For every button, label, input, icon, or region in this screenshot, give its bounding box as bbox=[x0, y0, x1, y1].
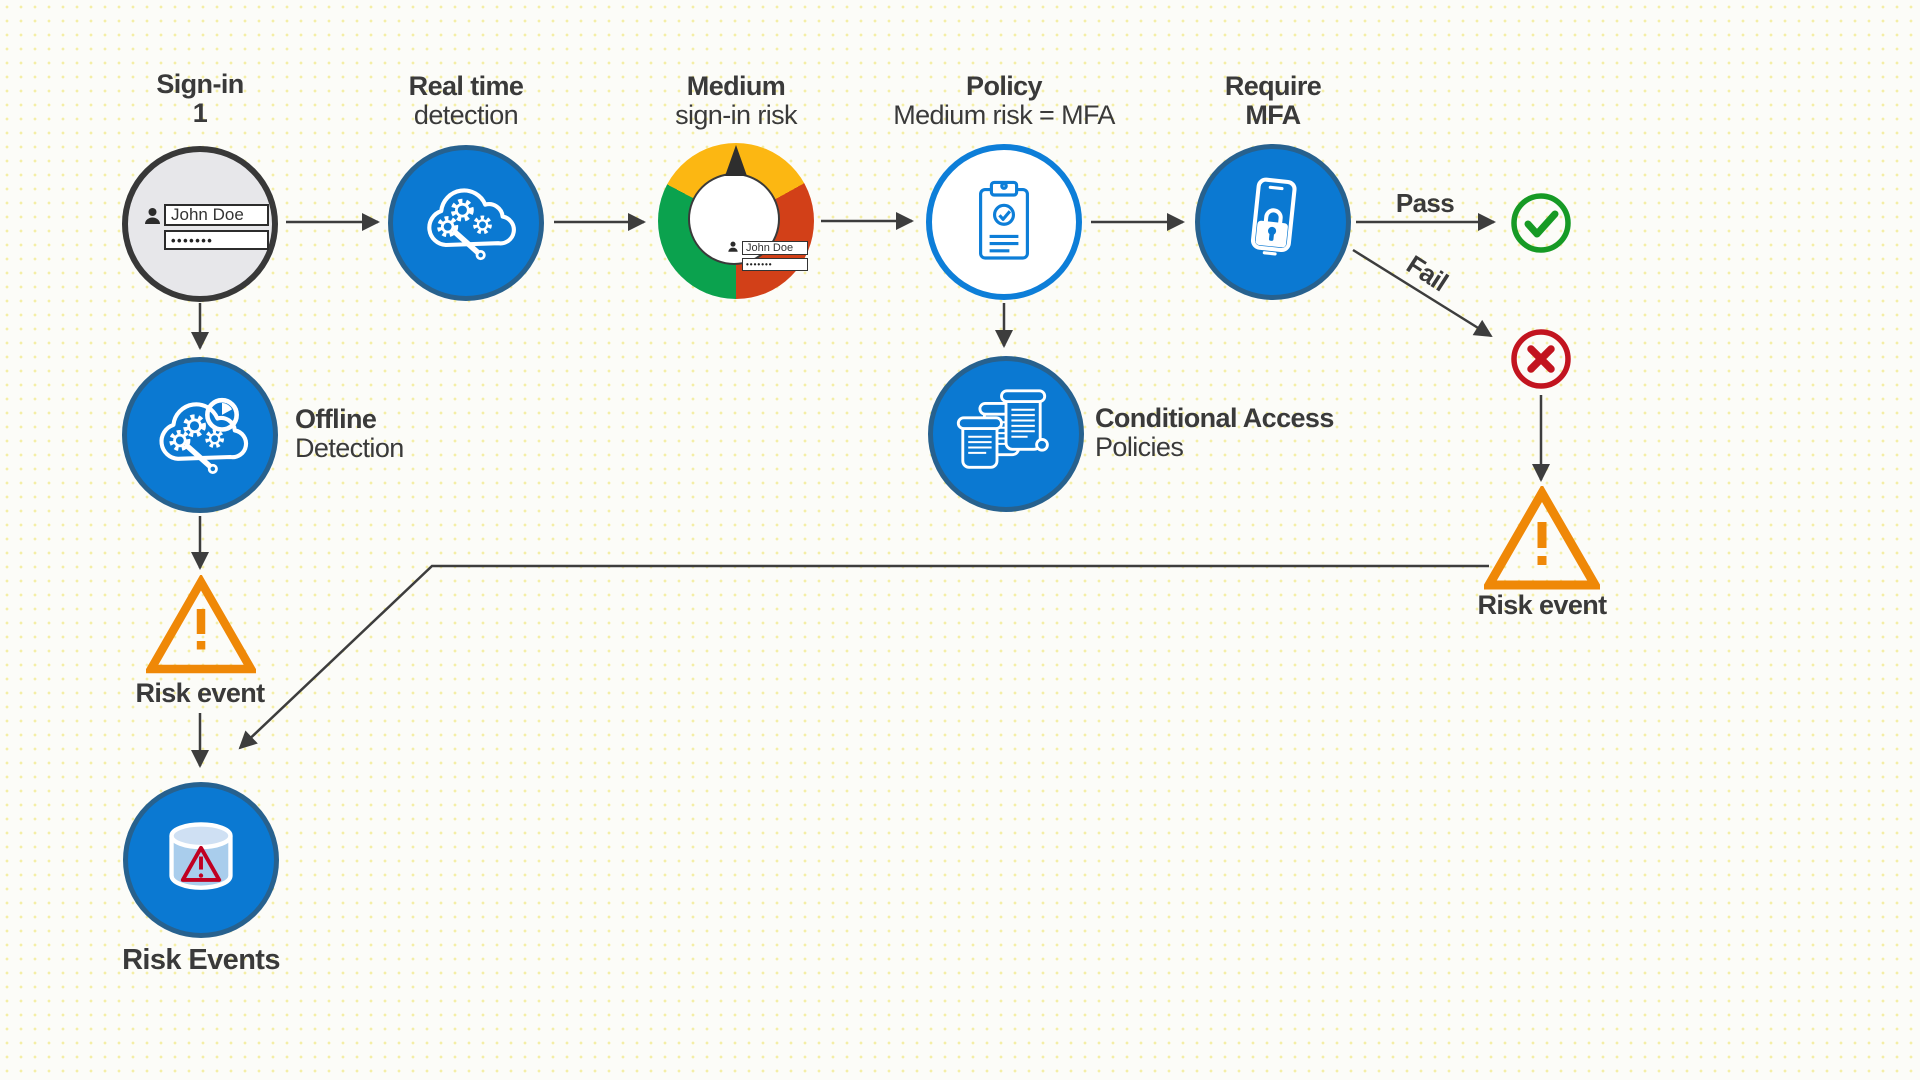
signin-risk-title: Medium sign-in risk bbox=[675, 71, 797, 130]
database-warning-icon bbox=[169, 822, 233, 890]
realtime-detection-node bbox=[388, 145, 544, 301]
password-field: ••••••• bbox=[164, 230, 269, 250]
risk-events-db-node bbox=[123, 782, 279, 938]
pass-check-icon bbox=[1511, 193, 1571, 253]
user-icon bbox=[145, 208, 160, 224]
clipboard-policy-icon bbox=[979, 180, 1029, 260]
conditional-access-node bbox=[928, 356, 1084, 512]
realtime-title: Real time detection bbox=[408, 71, 524, 130]
phone-lock-mfa-icon bbox=[1250, 177, 1297, 256]
risk-events-db-label: Risk Events bbox=[122, 944, 280, 976]
password-field-small: ••••••• bbox=[742, 258, 808, 271]
policy-scrolls-icon bbox=[956, 389, 1049, 469]
risk-gauge-face: John Doe ••••••• bbox=[688, 173, 808, 271]
pass-label: Pass bbox=[1395, 188, 1455, 218]
policy-node bbox=[926, 144, 1082, 300]
edge-riskevent-right-to-db bbox=[238, 564, 1489, 750]
conditional-access-label: Conditional Access Policies bbox=[1095, 403, 1334, 462]
risk-event-right-label: Risk event bbox=[1477, 590, 1607, 620]
cloud-clock-offline-icon bbox=[159, 397, 249, 474]
edge-mfa-fail bbox=[1352, 248, 1493, 338]
user-icon-small bbox=[728, 241, 738, 252]
risk-event-left-label: Risk event bbox=[135, 678, 265, 708]
username-field-small: John Doe bbox=[742, 241, 808, 255]
require-mfa-title: Require MFA bbox=[1224, 71, 1322, 130]
cloud-detection-icon bbox=[427, 188, 516, 261]
risk-event-left-warning-icon bbox=[146, 575, 256, 674]
fail-x-icon bbox=[1511, 329, 1571, 389]
require-mfa-node bbox=[1195, 144, 1351, 300]
offline-detection-label: Offline Detection bbox=[295, 404, 404, 463]
policy-title: Policy Medium risk = MFA bbox=[893, 71, 1115, 130]
signin-node: John Doe ••••••• bbox=[122, 146, 278, 302]
signin-title: Sign-in 1 bbox=[156, 69, 244, 128]
username-field: John Doe bbox=[164, 204, 269, 226]
risk-gauge: John Doe ••••••• bbox=[658, 143, 814, 299]
gauge-needle-icon bbox=[725, 145, 747, 176]
offline-detection-node bbox=[122, 357, 278, 513]
risk-event-right-warning-icon bbox=[1484, 486, 1600, 590]
